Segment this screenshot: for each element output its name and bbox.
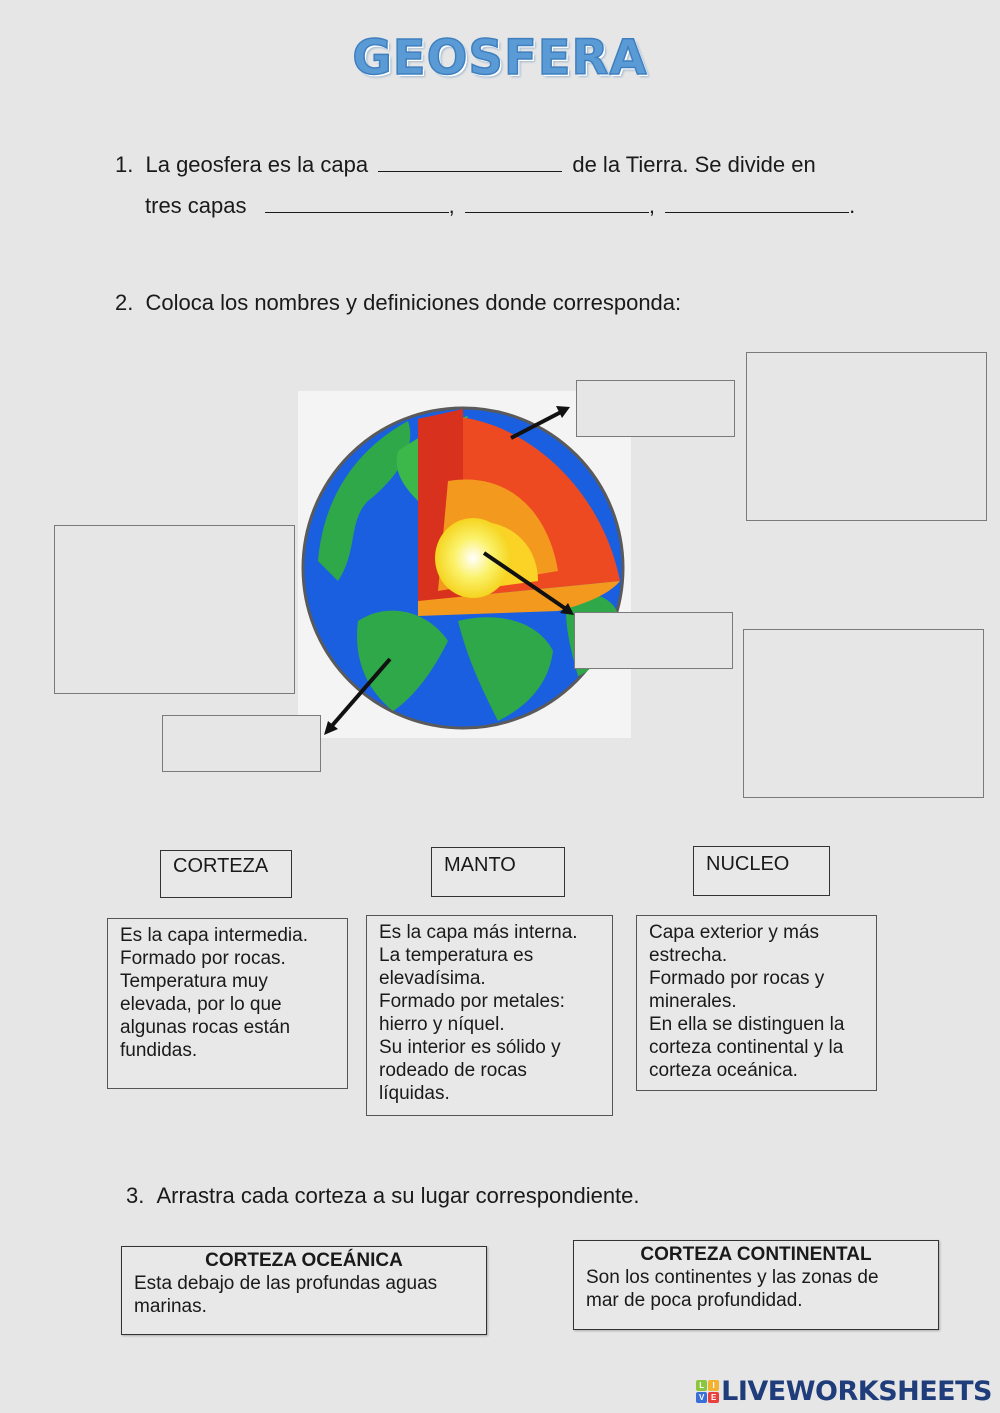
draggable-definition-1[interactable]: Es la capa intermedia. Formado por rocas…: [107, 918, 348, 1089]
definition-line: líquidas.: [379, 1083, 450, 1104]
card-heading: CORTEZA OCEÁNICA: [205, 1250, 403, 1271]
draggable-label-corteza[interactable]: CORTEZA: [160, 850, 292, 898]
earth-cutaway-illustration: [301, 406, 625, 735]
logo-cube: L: [696, 1380, 708, 1391]
definition-line: elevadísima.: [379, 968, 486, 989]
question-1-number: 1.: [115, 152, 134, 177]
definition-line: corteza continental y la: [649, 1037, 844, 1058]
logo-cube: I: [708, 1380, 720, 1391]
definition-line: hierro y níquel.: [379, 1014, 505, 1035]
question-1-line-2: tres capas , , .: [145, 193, 855, 219]
definition-line: Es la capa más interna.: [379, 922, 578, 943]
definition-line: La temperatura es: [379, 945, 534, 966]
definition-line: Es la capa intermedia.: [120, 925, 308, 946]
definition-line: Formado por rocas y: [649, 968, 825, 989]
question-1-text-b: de la Tierra. Se divide en: [572, 152, 816, 177]
earth-layers-image: [298, 391, 631, 738]
blank-input-2[interactable]: [264, 194, 449, 213]
drop-zone-definition-bottom-right[interactable]: [743, 629, 984, 798]
definition-line: Formado por rocas.: [120, 948, 286, 969]
question-3-prompt: 3. Arrastra cada corteza a su lugar corr…: [126, 1183, 640, 1209]
definition-line: Capa exterior y más: [649, 922, 820, 943]
definition-line: Temperatura muy: [120, 971, 268, 992]
liveworksheets-logo: L I V E LIVEWORKSHEETS: [696, 1376, 992, 1407]
drop-zone-definition-left[interactable]: [54, 525, 295, 694]
definition-line: elevada, por lo que: [120, 994, 282, 1015]
drop-zone-label-top[interactable]: [576, 380, 735, 437]
question-1-line-1: 1. La geosfera es la capa de la Tierra. …: [115, 152, 816, 178]
definition-line: En ella se distinguen la: [649, 1014, 845, 1035]
drop-zone-definition-top-right[interactable]: [746, 352, 987, 521]
separator: ,: [448, 193, 455, 218]
logo-cubes-icon: L I V E: [696, 1380, 720, 1403]
definition-line: minerales.: [649, 991, 737, 1012]
draggable-card-corteza-oceanica[interactable]: CORTEZA OCEÁNICA Esta debajo de las prof…: [121, 1246, 487, 1335]
definition-line: corteza oceánica.: [649, 1060, 798, 1081]
definition-line: algunas rocas están: [120, 1017, 291, 1038]
draggable-label-nucleo[interactable]: NUCLEO: [693, 846, 830, 896]
draggable-definition-2[interactable]: Es la capa más interna. La temperatura e…: [366, 915, 613, 1116]
drop-zone-label-bottom[interactable]: [162, 715, 321, 772]
card-line: mar de poca profundidad.: [586, 1290, 803, 1311]
question-2-number: 2.: [115, 290, 134, 315]
card-line: Son los continentes y las zonas de: [586, 1267, 879, 1288]
definition-line: fundidas.: [120, 1040, 198, 1061]
definition-line: Formado por metales:: [379, 991, 565, 1012]
question-2-prompt: 2. Coloca los nombres y definiciones don…: [115, 290, 681, 316]
definition-line: Su interior es sólido y: [379, 1037, 561, 1058]
drop-zone-label-middle[interactable]: [574, 612, 733, 669]
card-line: marinas.: [134, 1296, 207, 1317]
draggable-card-corteza-continental[interactable]: CORTEZA CONTINENTAL Son los continentes …: [573, 1240, 939, 1330]
draggable-label-manto[interactable]: MANTO: [431, 847, 565, 897]
question-3-text: Arrastra cada corteza a su lugar corresp…: [156, 1183, 640, 1208]
card-line: Esta debajo de las profundas aguas: [134, 1273, 438, 1294]
question-1-text-c: tres capas: [145, 193, 247, 218]
question-3-number: 3.: [126, 1183, 145, 1208]
separator: ,: [648, 193, 655, 218]
card-heading: CORTEZA CONTINENTAL: [640, 1244, 872, 1265]
logo-cube: V: [696, 1392, 708, 1403]
blank-input-1[interactable]: [378, 153, 563, 172]
question-2-text: Coloca los nombres y definiciones donde …: [145, 290, 682, 315]
logo-cube: E: [708, 1392, 720, 1403]
logo-wordmark: LIVEWORKSHEETS: [721, 1376, 992, 1407]
blank-input-4[interactable]: [665, 194, 850, 213]
period: .: [849, 193, 856, 218]
definition-line: estrecha.: [649, 945, 728, 966]
draggable-definition-3[interactable]: Capa exterior y más estrecha. Formado po…: [636, 915, 877, 1091]
definition-line: rodeado de rocas: [379, 1060, 527, 1081]
worksheet-title: GEOSFERA: [352, 29, 648, 87]
blank-input-3[interactable]: [464, 194, 649, 213]
question-1-text-a: La geosfera es la capa: [145, 152, 369, 177]
